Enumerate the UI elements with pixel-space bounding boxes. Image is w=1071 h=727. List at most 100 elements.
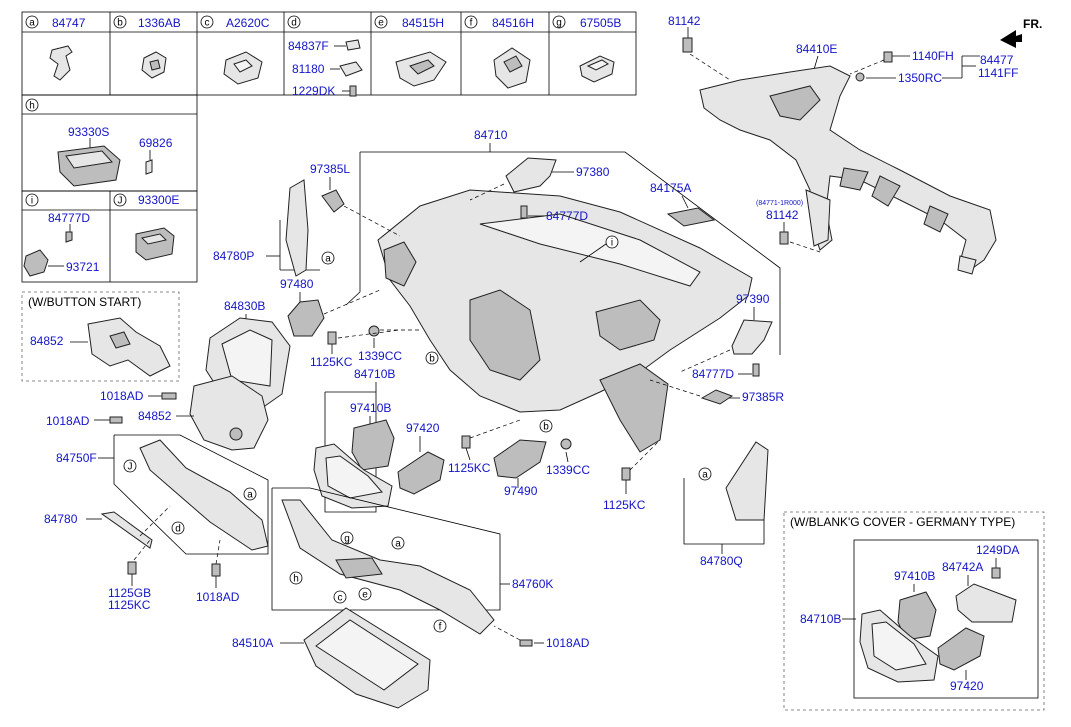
part-number-84837F: 84837F	[288, 39, 329, 53]
cowl-crossbar-assembly: 81142 84410E 1140FH 1350RC 84477 1141FF …	[668, 14, 1042, 275]
callout-circle-e-glovebox	[358, 587, 372, 601]
svg-text:f: f	[439, 622, 442, 633]
part-number-84780P: 84780P	[213, 249, 254, 263]
part-number-1249DA: 1249DA	[976, 543, 1019, 557]
callout-circle-g-glovebox	[340, 531, 354, 545]
part-number-97390: 97390	[736, 292, 770, 306]
part-number-93330S: 93330S	[68, 125, 109, 139]
part-number-84410E: 84410E	[796, 42, 837, 56]
vent-97420-icon	[397, 451, 445, 495]
legend-letter-e: e	[378, 18, 384, 29]
svg-text:d: d	[175, 524, 181, 535]
part-number-97380: 97380	[576, 165, 610, 179]
note-blanking-cover: (W/BLANK'G COVER - GERMANY TYPE)	[790, 515, 1015, 529]
callout-circle-b	[113, 15, 127, 29]
screw-1018AD-c-icon	[211, 563, 221, 577]
screw-1018AD-a-icon	[161, 392, 177, 400]
screw-1229DK-icon	[349, 85, 357, 97]
nut-1339CC-b-icon	[560, 438, 572, 450]
callout-circle-h-glovebox	[289, 571, 303, 585]
part-number-84710B-g: 84710B	[800, 612, 841, 626]
part-number-97385L: 97385L	[310, 162, 350, 176]
part-number-84742A: 84742A	[942, 560, 983, 574]
front-direction-label: FR.	[1023, 17, 1042, 31]
legend-cell-j: J 93300E	[113, 193, 179, 261]
part-number-84780Q: 84780Q	[700, 554, 743, 568]
callout-circle-h	[25, 98, 39, 112]
part-number-84710: 84710	[474, 128, 508, 142]
shroud-84852-a-icon	[87, 317, 171, 377]
screw-1125GB-icon	[127, 561, 137, 575]
part-number-84515H: 84515H	[402, 16, 444, 30]
main-crash-pad-icon	[377, 189, 753, 413]
center-fascia-group: 84710B 97410B 97420	[313, 367, 445, 513]
svg-text:a: a	[247, 490, 253, 501]
lower-left-group: 1018AD 84852 1018AD 84750F J a d 84780 1…	[44, 375, 269, 612]
crossbar-84410E-icon	[699, 65, 997, 271]
part-number-97410B: 97410B	[350, 401, 391, 415]
svg-text:b: b	[543, 422, 549, 433]
screw-1125KC-a-icon	[327, 331, 337, 345]
glove-box-panel-84760K-icon	[281, 499, 495, 635]
legend-cell-d: d 84837F 81180 1229DK	[287, 15, 363, 98]
callout-circle-d-left	[171, 521, 185, 535]
legend-cell-a: a 84747	[25, 15, 86, 81]
part-number-1125GB: 1125GB	[108, 586, 151, 600]
front-arrow-icon	[1000, 30, 1022, 48]
svg-text:a: a	[325, 254, 331, 265]
legend-letter-i: i	[31, 196, 33, 207]
svg-text:b: b	[429, 354, 435, 365]
vent-97420-g-icon	[937, 627, 985, 671]
part-number-81180: 81180	[292, 62, 325, 76]
part-number-84516H: 84516H	[492, 16, 534, 30]
crash-pad-84710-group: 84710 i 97380 84777D 84175A 97385L	[205, 128, 784, 568]
panel-84780-icon	[100, 511, 153, 549]
part-number-1350RC: 1350RC	[898, 71, 942, 85]
svg-text:a: a	[395, 539, 401, 550]
callout-circle-i-main	[605, 235, 619, 249]
callout-circle-c-glovebox	[333, 590, 347, 604]
part-number-1339CC-b: 1339CC	[546, 463, 590, 477]
part-number-1141FF: 1141FF	[978, 66, 1018, 80]
legend-cell-i: i 84777D 93721	[23, 193, 100, 277]
part-number-93721: 93721	[66, 260, 100, 274]
part-number-84750F: 84750F	[56, 451, 97, 465]
grille-97385R-icon	[700, 389, 734, 405]
legend-letter-j: J	[118, 196, 123, 207]
screw-1018AD-b-icon	[109, 416, 123, 424]
bolt-81142-top-icon	[682, 37, 693, 53]
part-number-1336AB: 1336AB	[138, 16, 181, 30]
legend-table	[21, 11, 637, 283]
part-number-1018AD-d: 1018AD	[546, 636, 590, 650]
part-number-67505B: 67505B	[580, 16, 621, 30]
legend-letter-b: b	[117, 18, 123, 29]
side-cover-84780Q-icon	[725, 441, 769, 521]
screw-84777D-icon	[65, 231, 73, 243]
pad-84175A-icon	[666, 207, 716, 227]
part-number-84710B: 84710B	[354, 367, 395, 381]
part-number-1125KC-d: 1125KC	[108, 598, 151, 612]
part-number-1339CC-a: 1339CC	[358, 349, 402, 363]
callout-circle-b-main	[425, 351, 439, 365]
part-number-1229DK: 1229DK	[292, 84, 335, 98]
part-number-1125KC-a: 1125KC	[310, 355, 353, 369]
legend-cell-c: c A2620C	[200, 15, 270, 85]
cover-84742A-icon	[955, 583, 1017, 623]
part-number-93300E: 93300E	[138, 193, 179, 207]
side-cover-84780P-icon	[285, 179, 309, 277]
glove-box-group: 84760K g a h c e f 1018AD 84510A	[232, 487, 590, 709]
part-number-97410B-g: 97410B	[894, 569, 935, 583]
part-number-81142-mid: 81142	[766, 208, 799, 222]
svg-text:h: h	[293, 574, 299, 585]
blanking-cover-group: (W/BLANK'G COVER - GERMANY TYPE) 1249DA …	[783, 511, 1045, 711]
vent-97410B-g-icon	[897, 591, 937, 641]
part-number-84510A: 84510A	[232, 636, 273, 650]
screw-1018AD-d-icon	[519, 639, 533, 647]
part-number-69826: 69826	[139, 136, 173, 150]
part-number-1125KC-b: 1125KC	[448, 461, 491, 475]
legend-cell-b: b 1336AB	[113, 15, 181, 79]
clip-84837F-icon	[345, 39, 361, 51]
part-number-1018AD-a: 1018AD	[100, 389, 144, 403]
part-number-84747: 84747	[52, 16, 86, 30]
